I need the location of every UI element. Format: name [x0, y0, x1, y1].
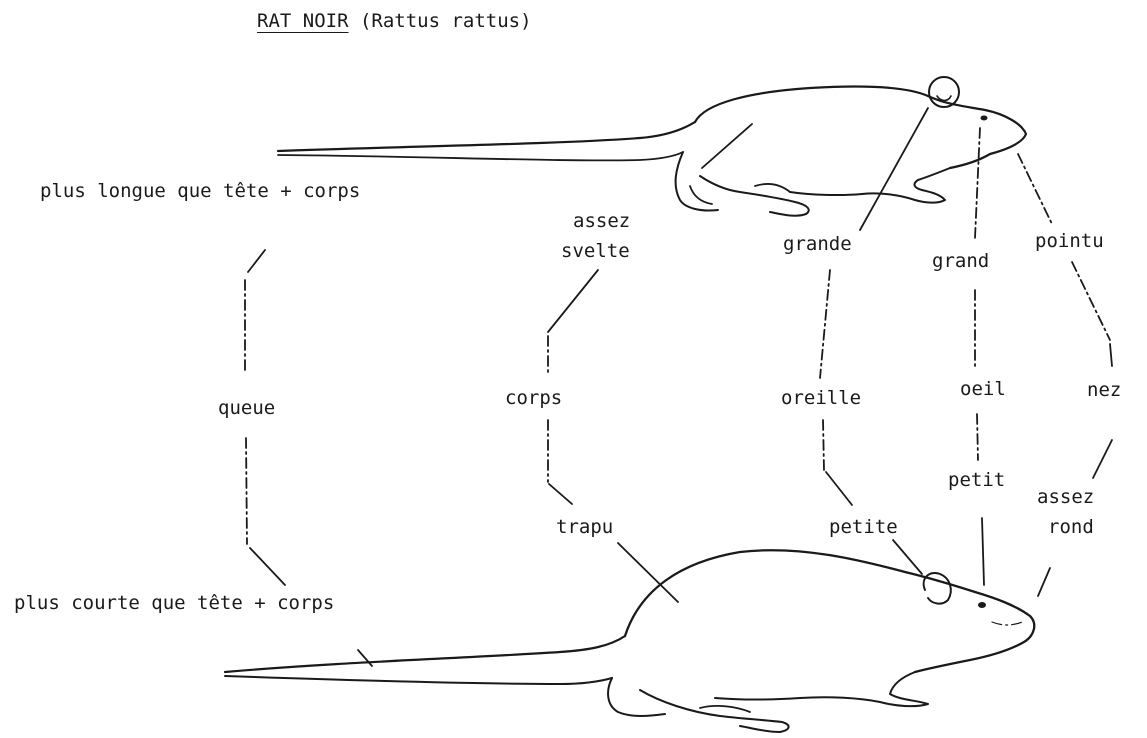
- nose-bottom-label-line1: assez: [1037, 486, 1094, 508]
- nose-bottom-label-line2: rond: [1048, 516, 1094, 538]
- tail-bottom-label: plus courte que tête + corps: [14, 592, 334, 614]
- body-label: corps: [505, 387, 562, 409]
- title-main: RAT NOIR: [257, 10, 349, 32]
- ear-bottom-label: petite: [829, 516, 898, 538]
- title-latin-name: (Rattus rattus): [360, 10, 532, 32]
- body-bottom-label: trapu: [556, 516, 613, 538]
- eye-top-label: grand: [932, 250, 989, 272]
- ear-top-label: grande: [783, 233, 852, 255]
- eye-label: oeil: [960, 378, 1006, 400]
- diagram-title: RAT NOIR (Rattus rattus): [257, 10, 532, 32]
- ear-label: oreille: [781, 387, 861, 409]
- brown-rat-drawing: [225, 550, 1034, 732]
- tail-top-label: plus longue que tête + corps: [40, 180, 360, 202]
- nose-top-label: pointu: [1035, 230, 1104, 252]
- tail-label: queue: [218, 397, 275, 419]
- nose-label: nez: [1087, 379, 1121, 401]
- black-rat-drawing: [278, 77, 1026, 216]
- body-top-label-line1: assez: [573, 210, 630, 232]
- body-top-label-line2: svelte: [561, 240, 630, 262]
- eye-bottom-label: petit: [948, 469, 1005, 491]
